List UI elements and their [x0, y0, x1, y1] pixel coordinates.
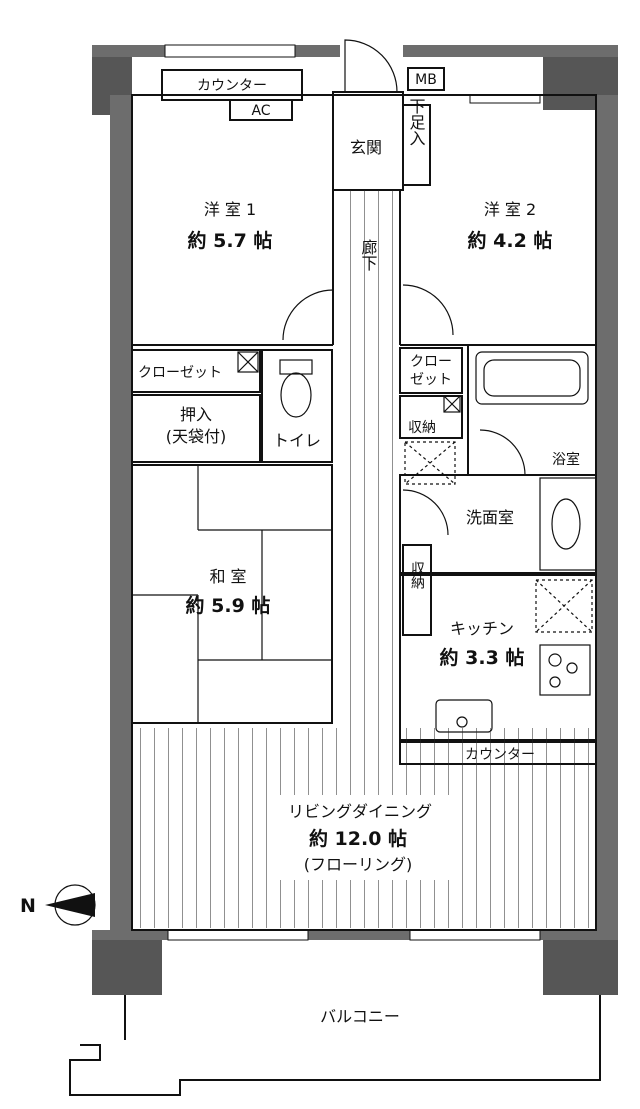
- washer-pan: [404, 441, 456, 485]
- western1-size: 約 5.7 帖: [188, 229, 273, 252]
- ac-box: [229, 99, 293, 121]
- kitchen-size: 約 3.3 帖: [440, 646, 525, 669]
- closet-left-vent-x2: [237, 351, 259, 373]
- ac-label: AC: [251, 103, 270, 119]
- pillar-bottom-right: [543, 930, 618, 995]
- hallway-label: 廊下: [359, 239, 378, 271]
- hallway-floor: [340, 190, 400, 750]
- closet-left-vent: [237, 351, 259, 373]
- japanese-name: 和 室: [209, 567, 246, 586]
- toilet-tank: [279, 359, 313, 375]
- shoe-storage-label: 下足入: [407, 98, 426, 146]
- bathroom-label: 浴室: [552, 451, 580, 468]
- toilet-label: トイレ: [273, 431, 321, 450]
- kitchen-counter-label: カウンター: [465, 747, 535, 763]
- fridge-x2: [535, 579, 593, 633]
- closet-right-label-2: ゼット: [410, 372, 452, 388]
- mb-box: [407, 67, 445, 91]
- counter-top-label: カウンター: [197, 78, 267, 94]
- living-name: リビングダイニング: [288, 802, 432, 821]
- living-label-bg: [270, 795, 450, 880]
- wall-right: [596, 95, 618, 935]
- door-w2: [402, 284, 454, 336]
- storage-2-label: 収納: [409, 561, 425, 590]
- door-w1: [282, 289, 334, 341]
- japanese-room-box: [131, 464, 333, 724]
- closet-right-box: [399, 347, 463, 394]
- washroom-label: 洗面室: [466, 508, 514, 527]
- closet-right-label-1: クロー: [410, 354, 452, 370]
- wall-bottom: [92, 930, 618, 940]
- compass-north-label: N: [20, 895, 36, 917]
- door-wash: [402, 489, 449, 536]
- burner-3: [549, 676, 561, 688]
- wall-top-right: [403, 45, 618, 57]
- washbasin-counter: [539, 477, 597, 571]
- toilet-bowl: [280, 372, 312, 418]
- sink-drain: [456, 716, 468, 728]
- entrance-label: 玄関: [350, 138, 382, 157]
- window-bottom-left: [167, 929, 309, 941]
- closet-right-vent-x2: [443, 395, 461, 413]
- western2-name: 洋 室 2: [484, 200, 536, 219]
- oshiire-label-2: (天袋付): [166, 427, 227, 446]
- bathtub-inner: [483, 359, 581, 397]
- closet-right-vent: [443, 395, 461, 413]
- bathtub: [475, 351, 589, 405]
- oshiire-label-1: 押入: [180, 405, 212, 424]
- window-top-left: [164, 44, 296, 58]
- western1-name: 洋 室 1: [204, 200, 256, 219]
- storage-1-label: 収納: [408, 420, 436, 436]
- compass-arrow: [45, 893, 95, 917]
- closet-left-label: クローゼット: [138, 365, 222, 381]
- living-note: (フローリング): [304, 855, 413, 874]
- wall-left: [110, 95, 132, 935]
- washbasin: [551, 498, 581, 550]
- living-size: 約 12.0 帖: [309, 827, 407, 850]
- balcony-outline: [69, 995, 601, 1096]
- window-top-right: [469, 94, 541, 104]
- japanese-size: 約 5.9 帖: [186, 594, 271, 617]
- mb-label: MB: [415, 72, 437, 88]
- storage-1-box: [399, 395, 463, 439]
- burner-1: [548, 653, 562, 667]
- shoe-storage-box: [402, 104, 431, 186]
- washer-pan-x2: [404, 441, 456, 485]
- oshiire-box: [131, 394, 261, 463]
- storage-2-box: [402, 544, 432, 636]
- western2-size: 約 4.2 帖: [468, 229, 553, 252]
- toilet-box: [261, 349, 333, 463]
- burner-2: [566, 662, 578, 674]
- entrance-door: [344, 39, 398, 93]
- kitchen-name: キッチン: [450, 619, 514, 638]
- window-bottom-right: [409, 929, 541, 941]
- closet-left-box: [131, 349, 261, 393]
- pillar-bottom-left: [92, 930, 162, 995]
- door-bath: [479, 429, 526, 476]
- stove: [539, 644, 591, 696]
- balcony-label: バルコニー: [320, 1007, 400, 1026]
